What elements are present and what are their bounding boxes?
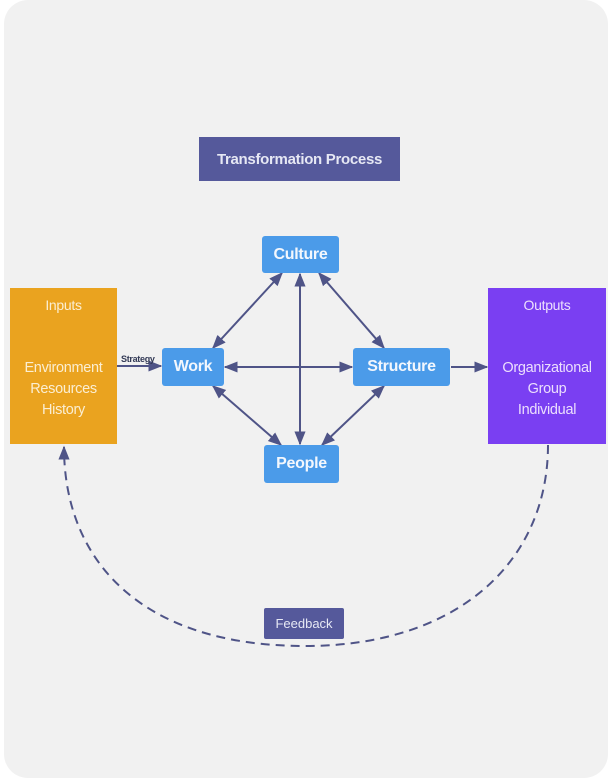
edge-work-people bbox=[211, 385, 283, 446]
inputs-header: Inputs bbox=[45, 297, 82, 313]
output-item: Individual bbox=[517, 402, 577, 418]
edge-work-culture bbox=[212, 271, 283, 350]
edge-feedback bbox=[58, 444, 549, 648]
feedback-label: Feedback bbox=[264, 608, 344, 639]
node-people: People bbox=[264, 445, 339, 483]
edge-culture-structure bbox=[318, 271, 385, 350]
node-culture: Culture bbox=[262, 236, 339, 273]
input-item: Environment bbox=[24, 360, 103, 376]
output-item: Organizational bbox=[502, 360, 592, 376]
strategy-label: Strategy bbox=[121, 354, 155, 364]
edge-structure-people bbox=[320, 385, 386, 446]
inputs-box: Inputs Environment Resources History bbox=[10, 288, 117, 444]
outputs-header: Outputs bbox=[523, 297, 571, 313]
input-item: Resources bbox=[30, 381, 97, 397]
output-item: Group bbox=[527, 381, 567, 397]
input-item: History bbox=[41, 402, 85, 418]
outputs-box: Outputs Organizational Group Individual bbox=[488, 288, 606, 444]
transformation-process-title: Transformation Process bbox=[199, 137, 400, 181]
node-structure: Structure bbox=[353, 348, 450, 386]
node-work: Work bbox=[162, 348, 224, 386]
